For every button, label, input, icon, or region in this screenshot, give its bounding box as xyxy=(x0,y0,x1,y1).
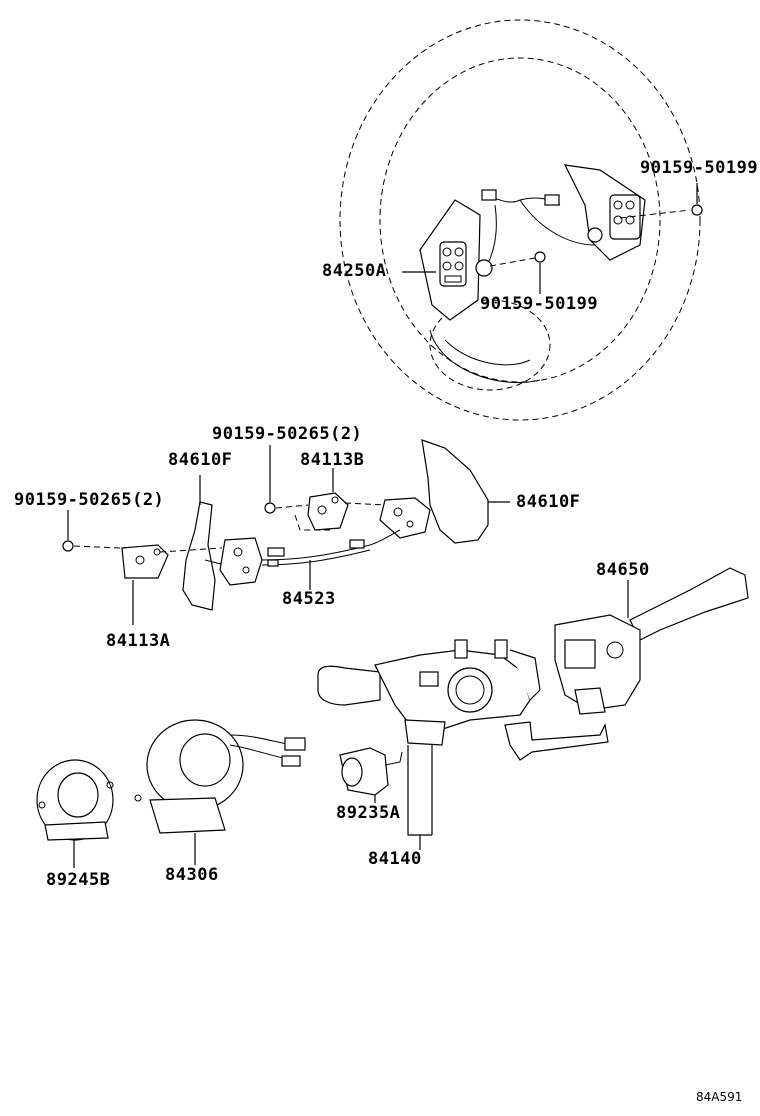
bracket-84113A xyxy=(121,544,169,579)
wiper-switch-84650 xyxy=(504,567,749,761)
paddle-switch-right xyxy=(379,497,431,539)
reference-code: 84A591 xyxy=(696,1090,743,1104)
steering-wheel-outline xyxy=(339,19,701,421)
label-90159-50199-center: 90159-50199 xyxy=(480,294,599,314)
paddle-switch-left xyxy=(219,537,263,586)
label-84610F-left: 84610F xyxy=(168,450,233,470)
paddle-left xyxy=(182,501,226,611)
steering-wheel-right-pad xyxy=(563,164,646,261)
screw-icon xyxy=(489,251,546,267)
label-84523: 84523 xyxy=(282,589,336,609)
label-84140: 84140 xyxy=(368,849,422,869)
screw-icon xyxy=(619,204,703,219)
ignition-switch-89235A xyxy=(339,747,403,796)
label-84113B: 84113B xyxy=(300,450,365,470)
label-89245B: 89245B xyxy=(46,870,111,890)
label-84306: 84306 xyxy=(165,865,219,885)
label-90159-50265-left: 90159-50265(2) xyxy=(14,490,165,510)
steering-wheel-left-pad xyxy=(419,199,481,321)
paddle-right xyxy=(421,439,489,544)
label-84250A: 84250A xyxy=(322,261,387,281)
label-89235A: 89235A xyxy=(336,803,401,823)
label-84610F-right: 84610F xyxy=(516,492,581,512)
label-84113A: 84113A xyxy=(106,631,171,651)
combination-switch-84140 xyxy=(317,639,541,746)
screw-icon xyxy=(264,502,276,514)
label-90159-50199-right: 90159-50199 xyxy=(640,158,759,178)
label-84650: 84650 xyxy=(596,560,650,580)
label-90159-50265-top: 90159-50265(2) xyxy=(212,424,363,444)
bracket-84113B xyxy=(307,492,349,531)
steering-wheel-wiring xyxy=(475,189,596,277)
steering-sensor-89245B xyxy=(36,759,114,841)
clock-spring-84306 xyxy=(134,719,306,834)
screw-icon xyxy=(62,540,74,552)
wire-harness-84523 xyxy=(261,529,401,567)
